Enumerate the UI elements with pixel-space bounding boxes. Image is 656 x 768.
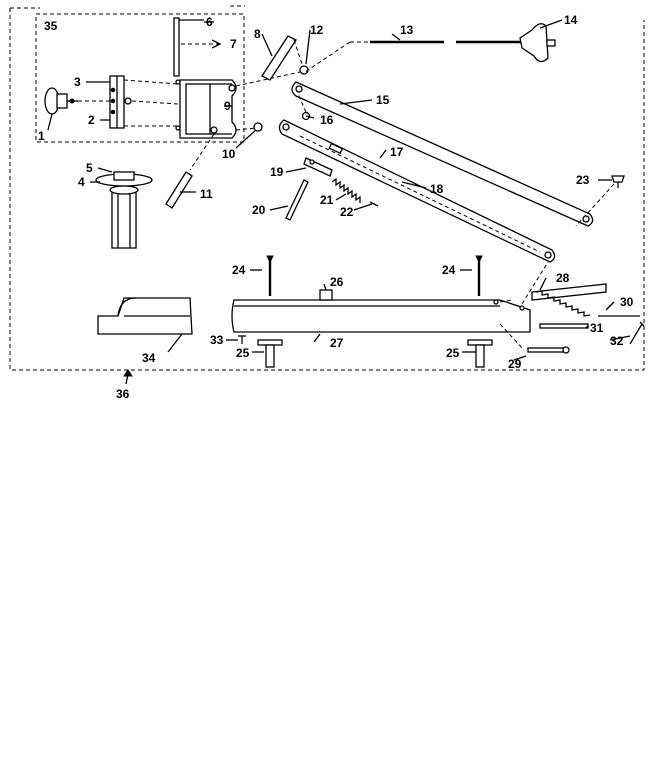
part-base-screw (238, 335, 246, 344)
label-30: 30 (620, 295, 634, 309)
part-bracket (175, 79, 237, 139)
label-1: 1 (38, 129, 45, 143)
part-numbers: 1 2 3 4 5 6 7 8 9 10 11 12 13 14 15 16 1… (38, 13, 634, 401)
label-11: 11 (200, 187, 213, 201)
label-28: 28 (556, 271, 570, 285)
part-locking-pin (285, 179, 309, 221)
label-24-left: 24 (232, 263, 246, 277)
leader-lines (47, 19, 631, 385)
part-rail (531, 283, 607, 317)
label-5: 5 (86, 161, 93, 175)
label-25-right: 25 (446, 346, 460, 360)
label-10: 10 (222, 147, 236, 161)
part-cylinder (165, 171, 193, 209)
part-cover (97, 297, 193, 335)
part-cross-bolt (527, 346, 570, 354)
part-knob (44, 87, 78, 115)
label-36: 36 (116, 387, 130, 401)
label-2: 2 (88, 113, 95, 127)
part-main-base (231, 289, 531, 333)
label-25-left: 25 (236, 346, 250, 360)
label-9: 9 (224, 99, 231, 113)
part-spring (331, 177, 361, 203)
label-29: 29 (508, 357, 522, 371)
label-4: 4 (78, 175, 85, 189)
label-22: 22 (340, 205, 354, 219)
part-vertical-rod (173, 17, 204, 77)
label-33: 33 (210, 333, 224, 347)
label-6: 6 (206, 15, 213, 29)
label-27: 27 (330, 336, 344, 350)
part-t-handle (519, 23, 556, 63)
label-32: 32 (610, 334, 624, 348)
assembly-boundary (9, 5, 645, 371)
part-small-nut (299, 65, 309, 75)
part-screw (369, 201, 379, 207)
part-long-bolt-left (266, 255, 274, 296)
part-lower-arm (278, 119, 556, 263)
label-7: 7 (230, 37, 237, 51)
label-24-right: 24 (442, 263, 456, 277)
part-angled-rod (261, 35, 297, 81)
part-upper-arm (291, 81, 594, 227)
label-17: 17 (390, 145, 404, 159)
label-35: 35 (44, 19, 58, 33)
part-clamp-plate (109, 75, 132, 129)
label-26: 26 (330, 275, 344, 289)
label-15: 15 (376, 93, 390, 107)
label-12: 12 (310, 23, 324, 37)
label-8: 8 (254, 27, 261, 41)
part-pin (181, 39, 222, 49)
label-13: 13 (400, 23, 414, 37)
label-19: 19 (270, 165, 284, 179)
label-23: 23 (576, 173, 590, 187)
label-21: 21 (320, 193, 334, 207)
label-18: 18 (430, 182, 444, 196)
part-column-base (95, 171, 153, 249)
part-washer (253, 122, 263, 132)
label-3: 3 (74, 75, 81, 89)
part-foot-right (467, 339, 493, 368)
label-14: 14 (564, 13, 578, 27)
label-31: 31 (590, 321, 604, 335)
part-latch (303, 157, 333, 177)
label-20: 20 (252, 203, 266, 217)
part-foot-left (257, 339, 283, 368)
label-34: 34 (142, 351, 156, 365)
part-spacer (328, 142, 344, 155)
part-long-bolt-right (475, 255, 483, 296)
part-mounting-screw (611, 175, 625, 188)
label-16: 16 (320, 113, 334, 127)
part-rod-31 (539, 323, 589, 329)
part-hook-bolt (629, 321, 645, 345)
arrow-36 (123, 369, 133, 377)
